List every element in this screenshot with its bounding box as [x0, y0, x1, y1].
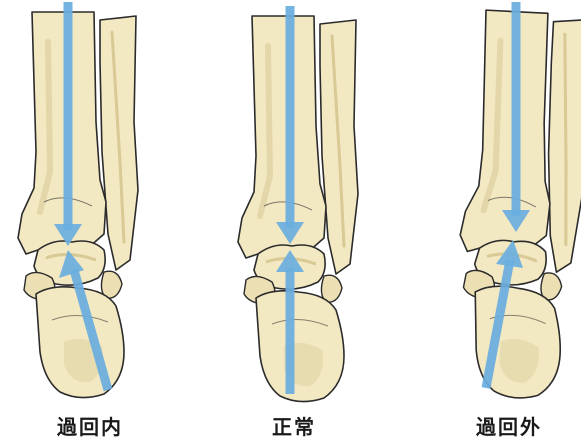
label-over-supination: 過回外: [439, 411, 579, 440]
ankle-over-pronation: [18, 2, 138, 398]
label-normal: 正常: [224, 411, 364, 440]
label-over-pronation: 過回内: [20, 411, 160, 440]
ankle-normal: [238, 6, 358, 402]
